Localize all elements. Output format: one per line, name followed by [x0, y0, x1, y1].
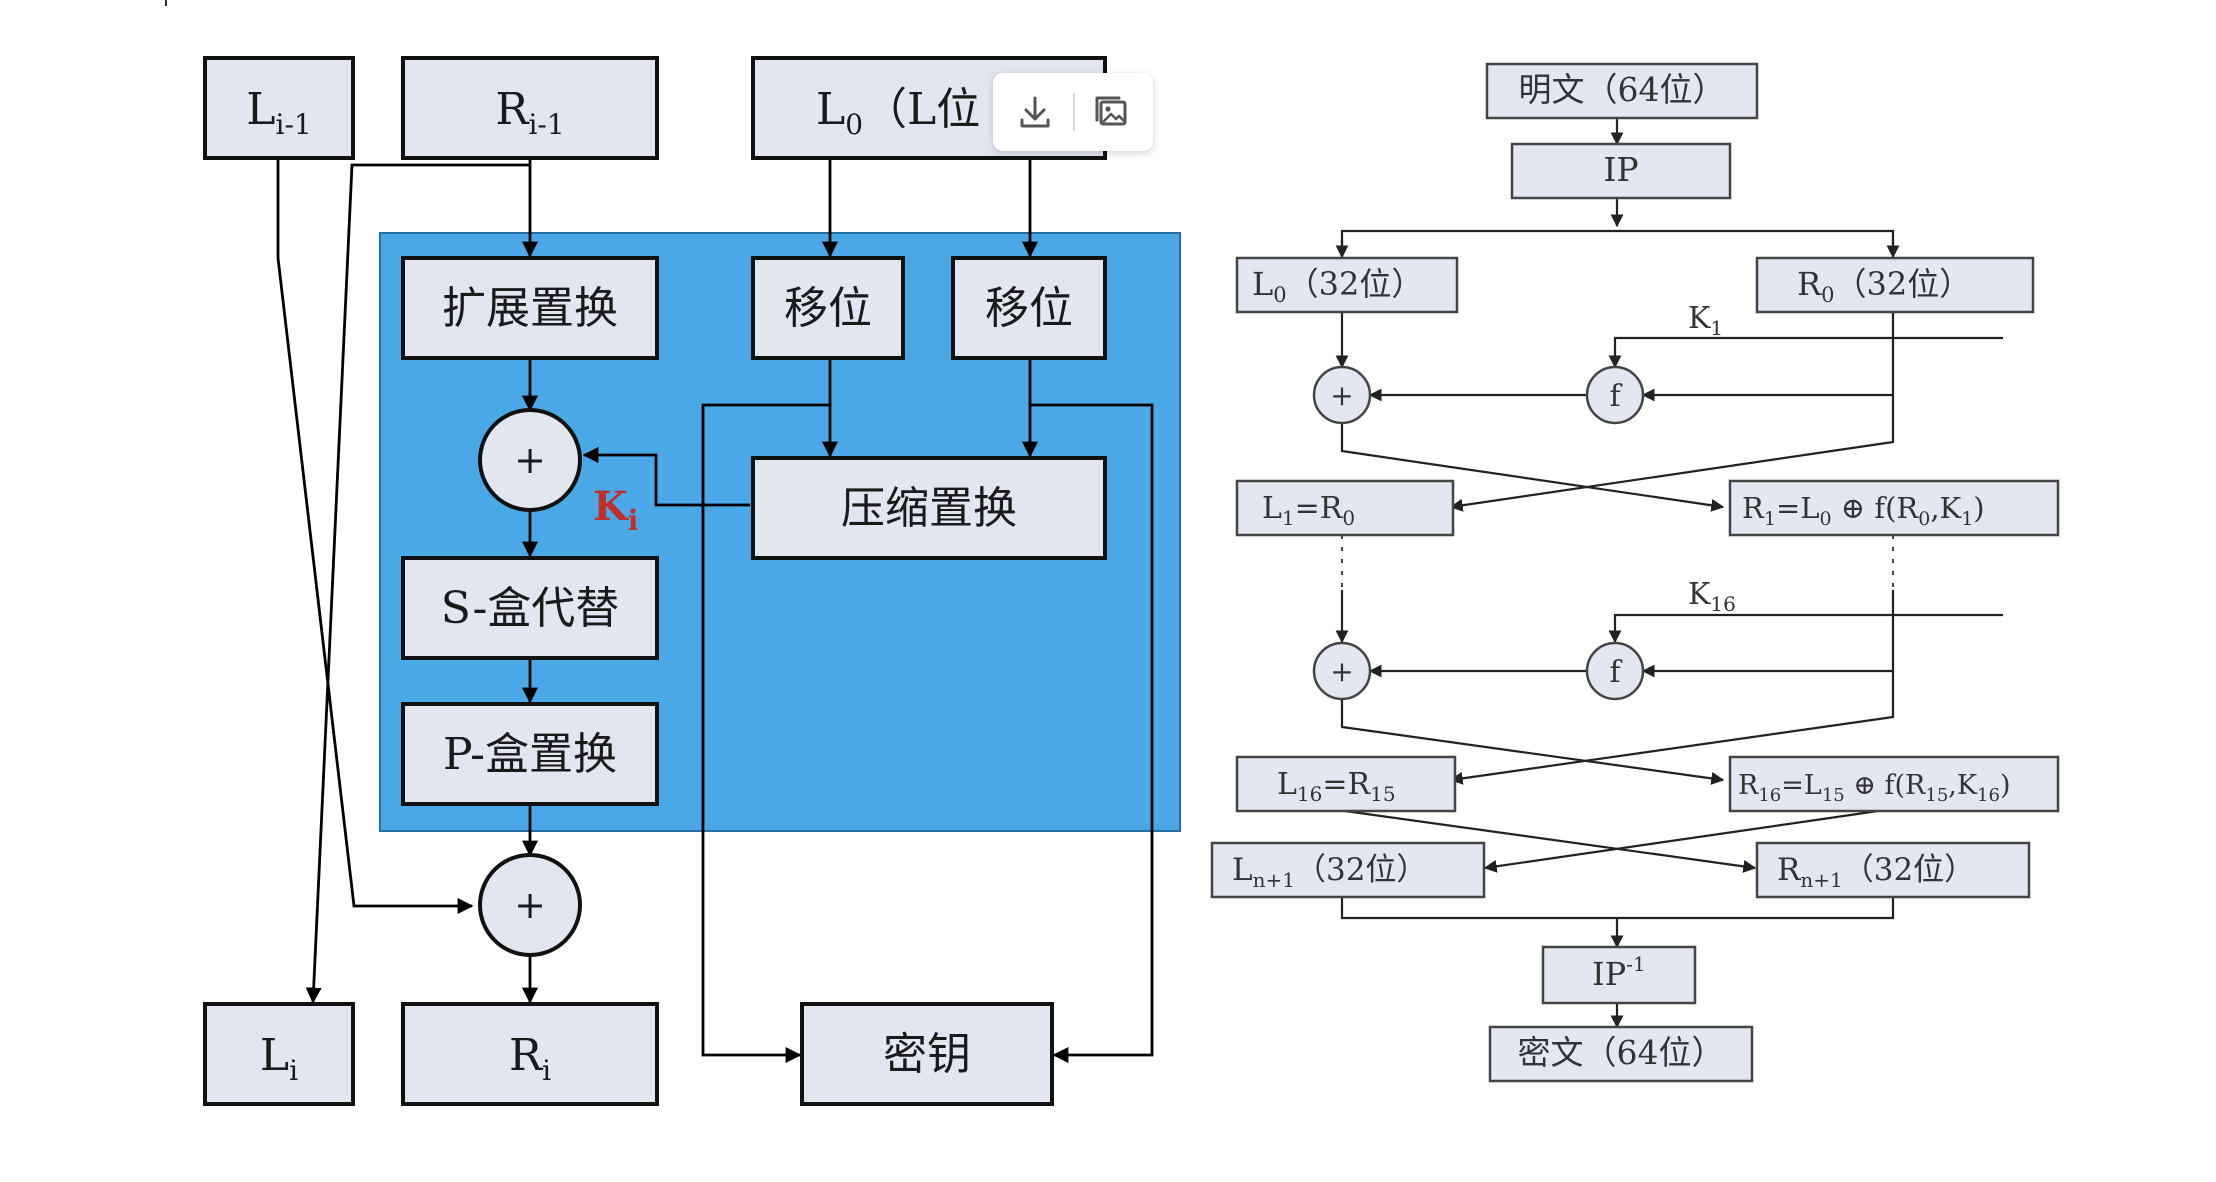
svg-text:IP: IP	[1603, 150, 1638, 189]
image-toolbar	[993, 73, 1153, 151]
f-node-round16: f	[1585, 641, 1645, 701]
r-n1-box: Rn+1（32位）	[1755, 841, 2031, 899]
svg-text:+: +	[514, 883, 546, 927]
plaintext-box: 明文（64位）	[1485, 62, 1759, 120]
download-icon	[1020, 96, 1050, 128]
svg-text:移位: 移位	[784, 283, 872, 334]
xor-node-round16: +	[1312, 641, 1372, 701]
svg-text:L0（32位）: L0（32位）	[1252, 265, 1423, 307]
svg-text:明文（64位）: 明文（64位）	[1519, 70, 1726, 109]
svg-text:Li: Li	[260, 1030, 298, 1087]
svg-text:密文（64位）: 密文（64位）	[1518, 1033, 1725, 1072]
svg-text:+: +	[1330, 655, 1353, 688]
ip-box: IP	[1510, 142, 1732, 200]
open-image-button[interactable]	[1087, 88, 1135, 136]
svg-text:移位: 移位	[985, 283, 1073, 334]
corner-mark	[165, 0, 167, 6]
l-n1-box: Ln+1（32位）	[1210, 841, 1486, 899]
svg-text:IP-1: IP-1	[1592, 952, 1646, 993]
svg-text:L1=R0: L1=R0	[1262, 491, 1355, 530]
round-function-diagram: Li-1 Ri-1 L0（L位 扩展置换 移位 移位 + Ki	[203, 56, 1181, 1106]
svg-text:K16: K16	[1688, 577, 1736, 616]
s-box-box: S-盒代替	[401, 556, 659, 660]
svg-text:密钥: 密钥	[883, 1029, 971, 1080]
des-overall-flow: 明文（64位） IP L0（32位） R0（32位） K1 + f L1=R0	[1210, 62, 2060, 1083]
svg-text:L0（L位: L0（L位	[816, 84, 980, 141]
download-button[interactable]	[1011, 88, 1059, 136]
r16-box: R16=L15 ⊕ f(R15,K16)	[1728, 755, 2060, 813]
compression-permutation-box: 压缩置换	[751, 456, 1107, 560]
svg-text:S-盒代替: S-盒代替	[441, 583, 620, 634]
toolbar-divider	[1073, 93, 1075, 131]
shift-box-a: 移位	[751, 256, 905, 360]
svg-text:f: f	[1609, 379, 1622, 414]
r-out-box: Ri	[401, 1002, 659, 1106]
svg-text:压缩置换: 压缩置换	[841, 483, 1017, 534]
svg-text:R1=L0 ⊕ f(R0,K1): R1=L0 ⊕ f(R0,K1)	[1742, 491, 1985, 530]
svg-text:P-盒置换: P-盒置换	[443, 729, 617, 780]
image-icon	[1095, 96, 1127, 126]
l16-box: L16=R15	[1235, 755, 1457, 813]
svg-text:Ri: Ri	[509, 1030, 551, 1087]
svg-text:+: +	[1330, 379, 1353, 412]
svg-text:K1: K1	[1688, 301, 1723, 340]
right-connectors	[1335, 118, 2003, 1029]
l-prev-box: Li-1	[203, 56, 355, 160]
svg-text:Li-1: Li-1	[246, 84, 311, 141]
l-out-box: Li	[203, 1002, 355, 1106]
svg-text:Ki: Ki	[593, 483, 638, 537]
xor-node-output: +	[478, 853, 582, 957]
svg-text:+: +	[514, 438, 546, 482]
l1-box: L1=R0	[1235, 479, 1455, 537]
svg-text:Ri-1: Ri-1	[495, 84, 564, 141]
svg-text:f: f	[1609, 655, 1622, 690]
k1-label: K1	[1688, 301, 1723, 340]
svg-text:Rn+1（32位）: Rn+1（32位）	[1777, 852, 1975, 892]
f-node-round1: f	[1585, 365, 1645, 425]
ciphertext-box: 密文（64位）	[1488, 1025, 1754, 1083]
l0-box: L0（32位）	[1235, 256, 1459, 314]
svg-text:Ln+1（32位）: Ln+1（32位）	[1232, 852, 1427, 892]
k16-label: K16	[1688, 577, 1736, 616]
svg-text:L16=R15: L16=R15	[1277, 767, 1396, 806]
r-prev-box: Ri-1	[401, 56, 659, 160]
p-box-box: P-盒置换	[401, 702, 659, 806]
r0-box: R0（32位）	[1755, 256, 2035, 314]
xor-node: +	[478, 408, 582, 512]
svg-text:R16=L15 ⊕ f(R15,K16): R16=L15 ⊕ f(R15,K16)	[1738, 770, 2011, 806]
left-connectors	[276, 158, 1154, 1063]
r1-box: R1=L0 ⊕ f(R0,K1)	[1728, 479, 2060, 537]
shift-box-b: 移位	[951, 256, 1107, 360]
round-key-label: Ki	[593, 483, 638, 537]
svg-text:R0（32位）: R0（32位）	[1797, 265, 1971, 307]
ip-inverse-box: IP-1	[1541, 945, 1697, 1005]
key-out-box: 密钥	[800, 1002, 1054, 1106]
svg-text:扩展置换: 扩展置换	[442, 283, 618, 334]
expansion-permutation-box: 扩展置换	[401, 256, 659, 360]
xor-node-round1: +	[1312, 365, 1372, 425]
